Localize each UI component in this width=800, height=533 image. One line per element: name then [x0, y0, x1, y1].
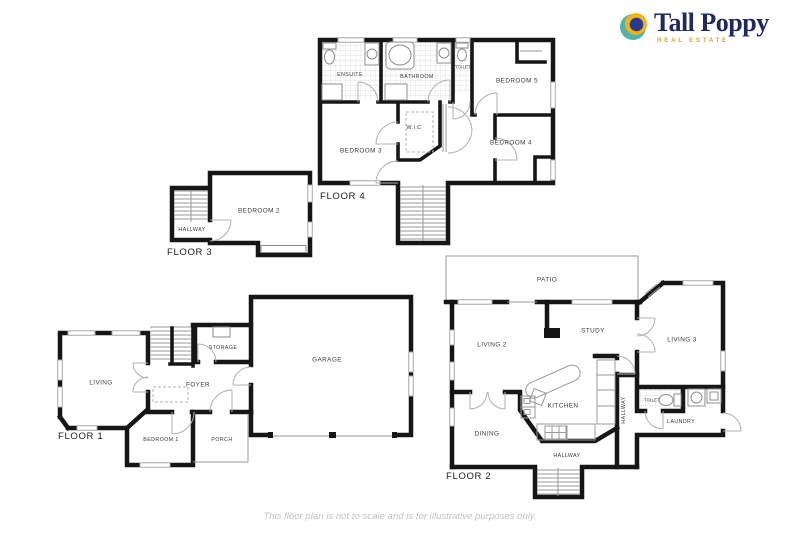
room-label-study: STUDY: [581, 327, 605, 335]
brand-tagline: REAL ESTATE: [657, 37, 729, 44]
floor2-plan: [443, 255, 742, 500]
tall-poppy-logo-icon: [620, 13, 647, 40]
floor4-plan: [317, 37, 556, 246]
room-label-bedroom5: BEDROOM 5: [496, 77, 538, 85]
room-label-living3: LIVING 3: [667, 336, 697, 344]
room-label-patio: PATIO: [536, 276, 558, 284]
room-label-storage: STORAGE: [208, 345, 238, 351]
room-label-foyer: FOYER: [185, 381, 211, 389]
room-label-bedroom1: BEDROOM 1: [143, 437, 179, 443]
room-label-toilet-f2: TOILET: [643, 397, 661, 403]
floor3-plan: [169, 170, 313, 258]
room-label-hallway-side: HALLWAY: [621, 396, 627, 424]
floor4-label: FLOOR 4: [320, 191, 366, 202]
room-label-dining: DINING: [474, 430, 500, 438]
room-label-ensuite: ENSUITE: [337, 72, 363, 78]
room-label-bedroom2: BEDROOM 2: [238, 207, 280, 215]
floor1-plan: [56, 294, 414, 468]
room-label-hallway-bottom: HALLWAY: [553, 453, 581, 459]
floor2-label: FLOOR 2: [446, 471, 492, 482]
room-label-laundry: LAUNDRY: [666, 419, 696, 425]
disclaimer-text: This floor plan is not to scale and is f…: [263, 511, 537, 522]
room-label-hallway-f3: HALLWAY: [178, 227, 206, 233]
floor1-label: FLOOR 1: [58, 431, 104, 442]
room-label-wic: W.I.C: [406, 125, 422, 131]
room-label-bedroom4: BEDROOM 4: [490, 139, 532, 147]
brand-name: Tall Poppy: [654, 8, 769, 37]
room-label-kitchen: KITCHEN: [547, 402, 579, 410]
room-label-living2: LIVING 2: [477, 341, 507, 349]
room-label-porch: PORCH: [211, 437, 233, 443]
room-label-toilet-f4: TOILET: [454, 64, 472, 70]
room-label-garage: GARAGE: [312, 356, 342, 364]
room-label-bathroom: BATHROOM: [400, 74, 434, 80]
tall-poppy-logo: Tall Poppy REAL ESTATE: [618, 6, 794, 48]
room-label-bedroom3: BEDROOM 3: [340, 147, 382, 155]
room-label-living: LIVING: [89, 379, 113, 387]
floor3-label: FLOOR 3: [167, 247, 213, 258]
